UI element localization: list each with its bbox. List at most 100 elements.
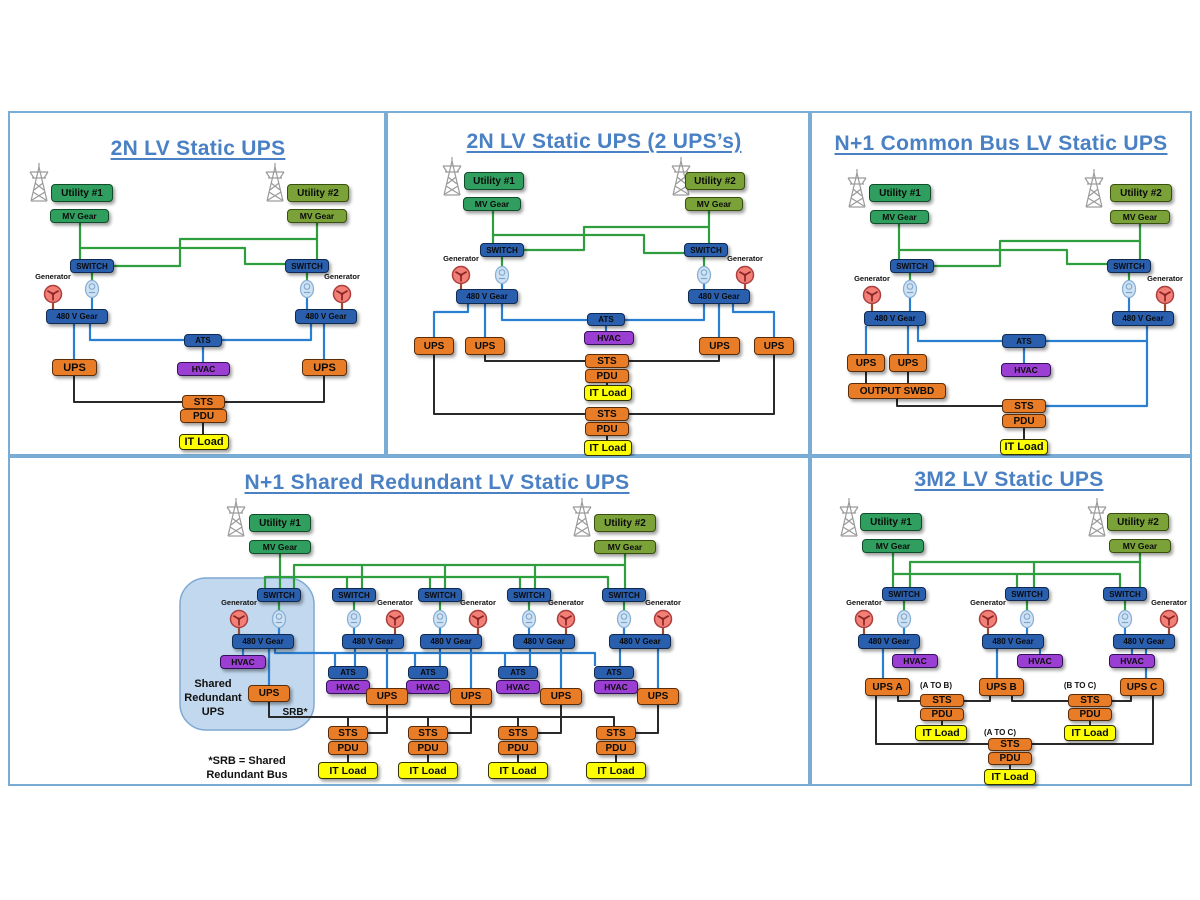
green-wire <box>934 239 1140 268</box>
black-wire <box>368 705 388 734</box>
blue-wire <box>500 304 587 322</box>
blue-wire <box>273 649 597 666</box>
sts-5-box: STS <box>596 726 636 740</box>
hvac-3-box: HVAC <box>406 680 450 694</box>
gear-480v-2-box: 480 V Gear <box>982 634 1044 649</box>
it-load-ab-box: IT Load <box>915 725 967 741</box>
blue-wire <box>222 324 313 342</box>
mv-gear-1-box: MV Gear <box>463 197 521 211</box>
gear-480v-1-box: 480 V Gear <box>864 311 926 326</box>
ups-a-box: UPS A <box>865 678 910 696</box>
black-wire <box>433 355 585 415</box>
breaker-icon <box>1019 609 1035 629</box>
hvac-box: HVAC <box>177 362 230 376</box>
blue-wire <box>432 304 470 337</box>
generator-label: Generator <box>846 598 882 607</box>
mv-gear-2-box: MV Gear <box>594 540 656 554</box>
breaker-icon <box>271 609 287 629</box>
generator-icon <box>332 284 352 304</box>
transmission-tower-icon <box>265 163 285 202</box>
output-swbd-box: OUTPUT SWBD <box>848 383 946 399</box>
switch-1-box: SWITCH <box>70 259 114 273</box>
breaker-icon <box>896 609 912 629</box>
generator-icon <box>1155 285 1175 305</box>
mv-gear-1-box: MV Gear <box>50 209 109 223</box>
ups-5-box: UPS <box>637 688 679 705</box>
sts-box: STS <box>182 395 225 409</box>
black-wire <box>1011 696 1068 702</box>
it-load-box: IT Load <box>1000 439 1048 455</box>
transmission-tower-icon <box>29 163 49 202</box>
green-wire <box>908 560 1140 587</box>
breaker-icon <box>84 279 100 299</box>
ups-c-box: UPS C <box>1120 678 1164 696</box>
generator-icon <box>735 265 755 285</box>
ups-2-box: UPS <box>366 688 408 705</box>
panel-title: 2N LV Static UPS (2 UPS’s) <box>466 130 742 153</box>
blue-wire <box>916 326 1002 343</box>
annotation-text: SRB* <box>282 707 307 718</box>
generator-label: Generator <box>377 598 413 607</box>
pdu-4-box: PDU <box>498 741 538 755</box>
switch-2-box: SWITCH <box>1107 259 1151 273</box>
black-wire <box>629 355 720 362</box>
sts-ab-box: STS <box>920 694 964 707</box>
black-wire <box>448 705 472 734</box>
sts-ac-box: STS <box>988 738 1032 751</box>
hvac-5-box: HVAC <box>594 680 638 694</box>
breaker-icon <box>616 609 632 629</box>
shared-ups-box: UPS <box>248 685 290 702</box>
black-wire <box>897 696 920 702</box>
mv-gear-2-box: MV Gear <box>685 197 743 211</box>
green-wire <box>292 563 625 588</box>
green-wire <box>524 225 709 252</box>
switch-4-box: SWITCH <box>507 588 551 602</box>
breaker-icon <box>299 279 315 299</box>
mv-gear-2-box: MV Gear <box>1110 210 1170 224</box>
annotation-text: Shared <box>194 678 231 690</box>
utility-1-box: Utility #1 <box>51 184 113 202</box>
black-wire <box>225 376 325 403</box>
generator-icon <box>43 284 63 304</box>
generator-icon <box>862 285 882 305</box>
mv-gear-1-box: MV Gear <box>870 210 929 224</box>
it-load-ac-box: IT Load <box>984 769 1036 785</box>
ups-2-box: UPS <box>302 359 347 376</box>
blue-wire <box>731 304 776 337</box>
pdu-3-box: PDU <box>408 741 448 755</box>
blue-wire <box>1046 326 1149 408</box>
sts-2-box: STS <box>328 726 368 740</box>
gear-480v-5-box: 480 V Gear <box>609 634 671 649</box>
gear-480v-4-box: 480 V Gear <box>513 634 575 649</box>
utility-2-box: Utility #2 <box>1107 513 1169 531</box>
gear-480v-1-box: 480 V Gear <box>456 289 518 304</box>
pdu-bc-box: PDU <box>1068 708 1112 721</box>
gear-480v-1-box: 480 V Gear <box>858 634 920 649</box>
generator-icon <box>653 609 673 629</box>
annotation-text: (B TO C) <box>1064 681 1097 690</box>
utility-2-box: Utility #2 <box>594 514 656 532</box>
generator-label: Generator <box>324 272 360 281</box>
mv-gear-2-box: MV Gear <box>1109 539 1171 553</box>
switch-1-box: SWITCH <box>882 587 926 601</box>
transmission-tower-icon <box>442 157 462 196</box>
ups-1-box: UPS <box>414 337 454 355</box>
ups-1-box: UPS <box>847 354 885 372</box>
breaker-icon <box>1117 609 1133 629</box>
hvac-2-box: HVAC <box>1017 654 1063 668</box>
hvac-box: HVAC <box>584 331 634 345</box>
pdu-ab-box: PDU <box>920 708 964 721</box>
generator-label: Generator <box>221 598 257 607</box>
generator-label: Generator <box>645 598 681 607</box>
generator-label: Generator <box>460 598 496 607</box>
sts-4-box: STS <box>498 726 538 740</box>
breaker-icon <box>696 265 712 285</box>
switch-3-box: SWITCH <box>1103 587 1147 601</box>
switch-2-box: SWITCH <box>285 259 329 273</box>
ups-4-box: UPS <box>540 688 582 705</box>
generator-label: Generator <box>443 254 479 263</box>
gear-480v-1-box: 480 V Gear <box>232 634 294 649</box>
